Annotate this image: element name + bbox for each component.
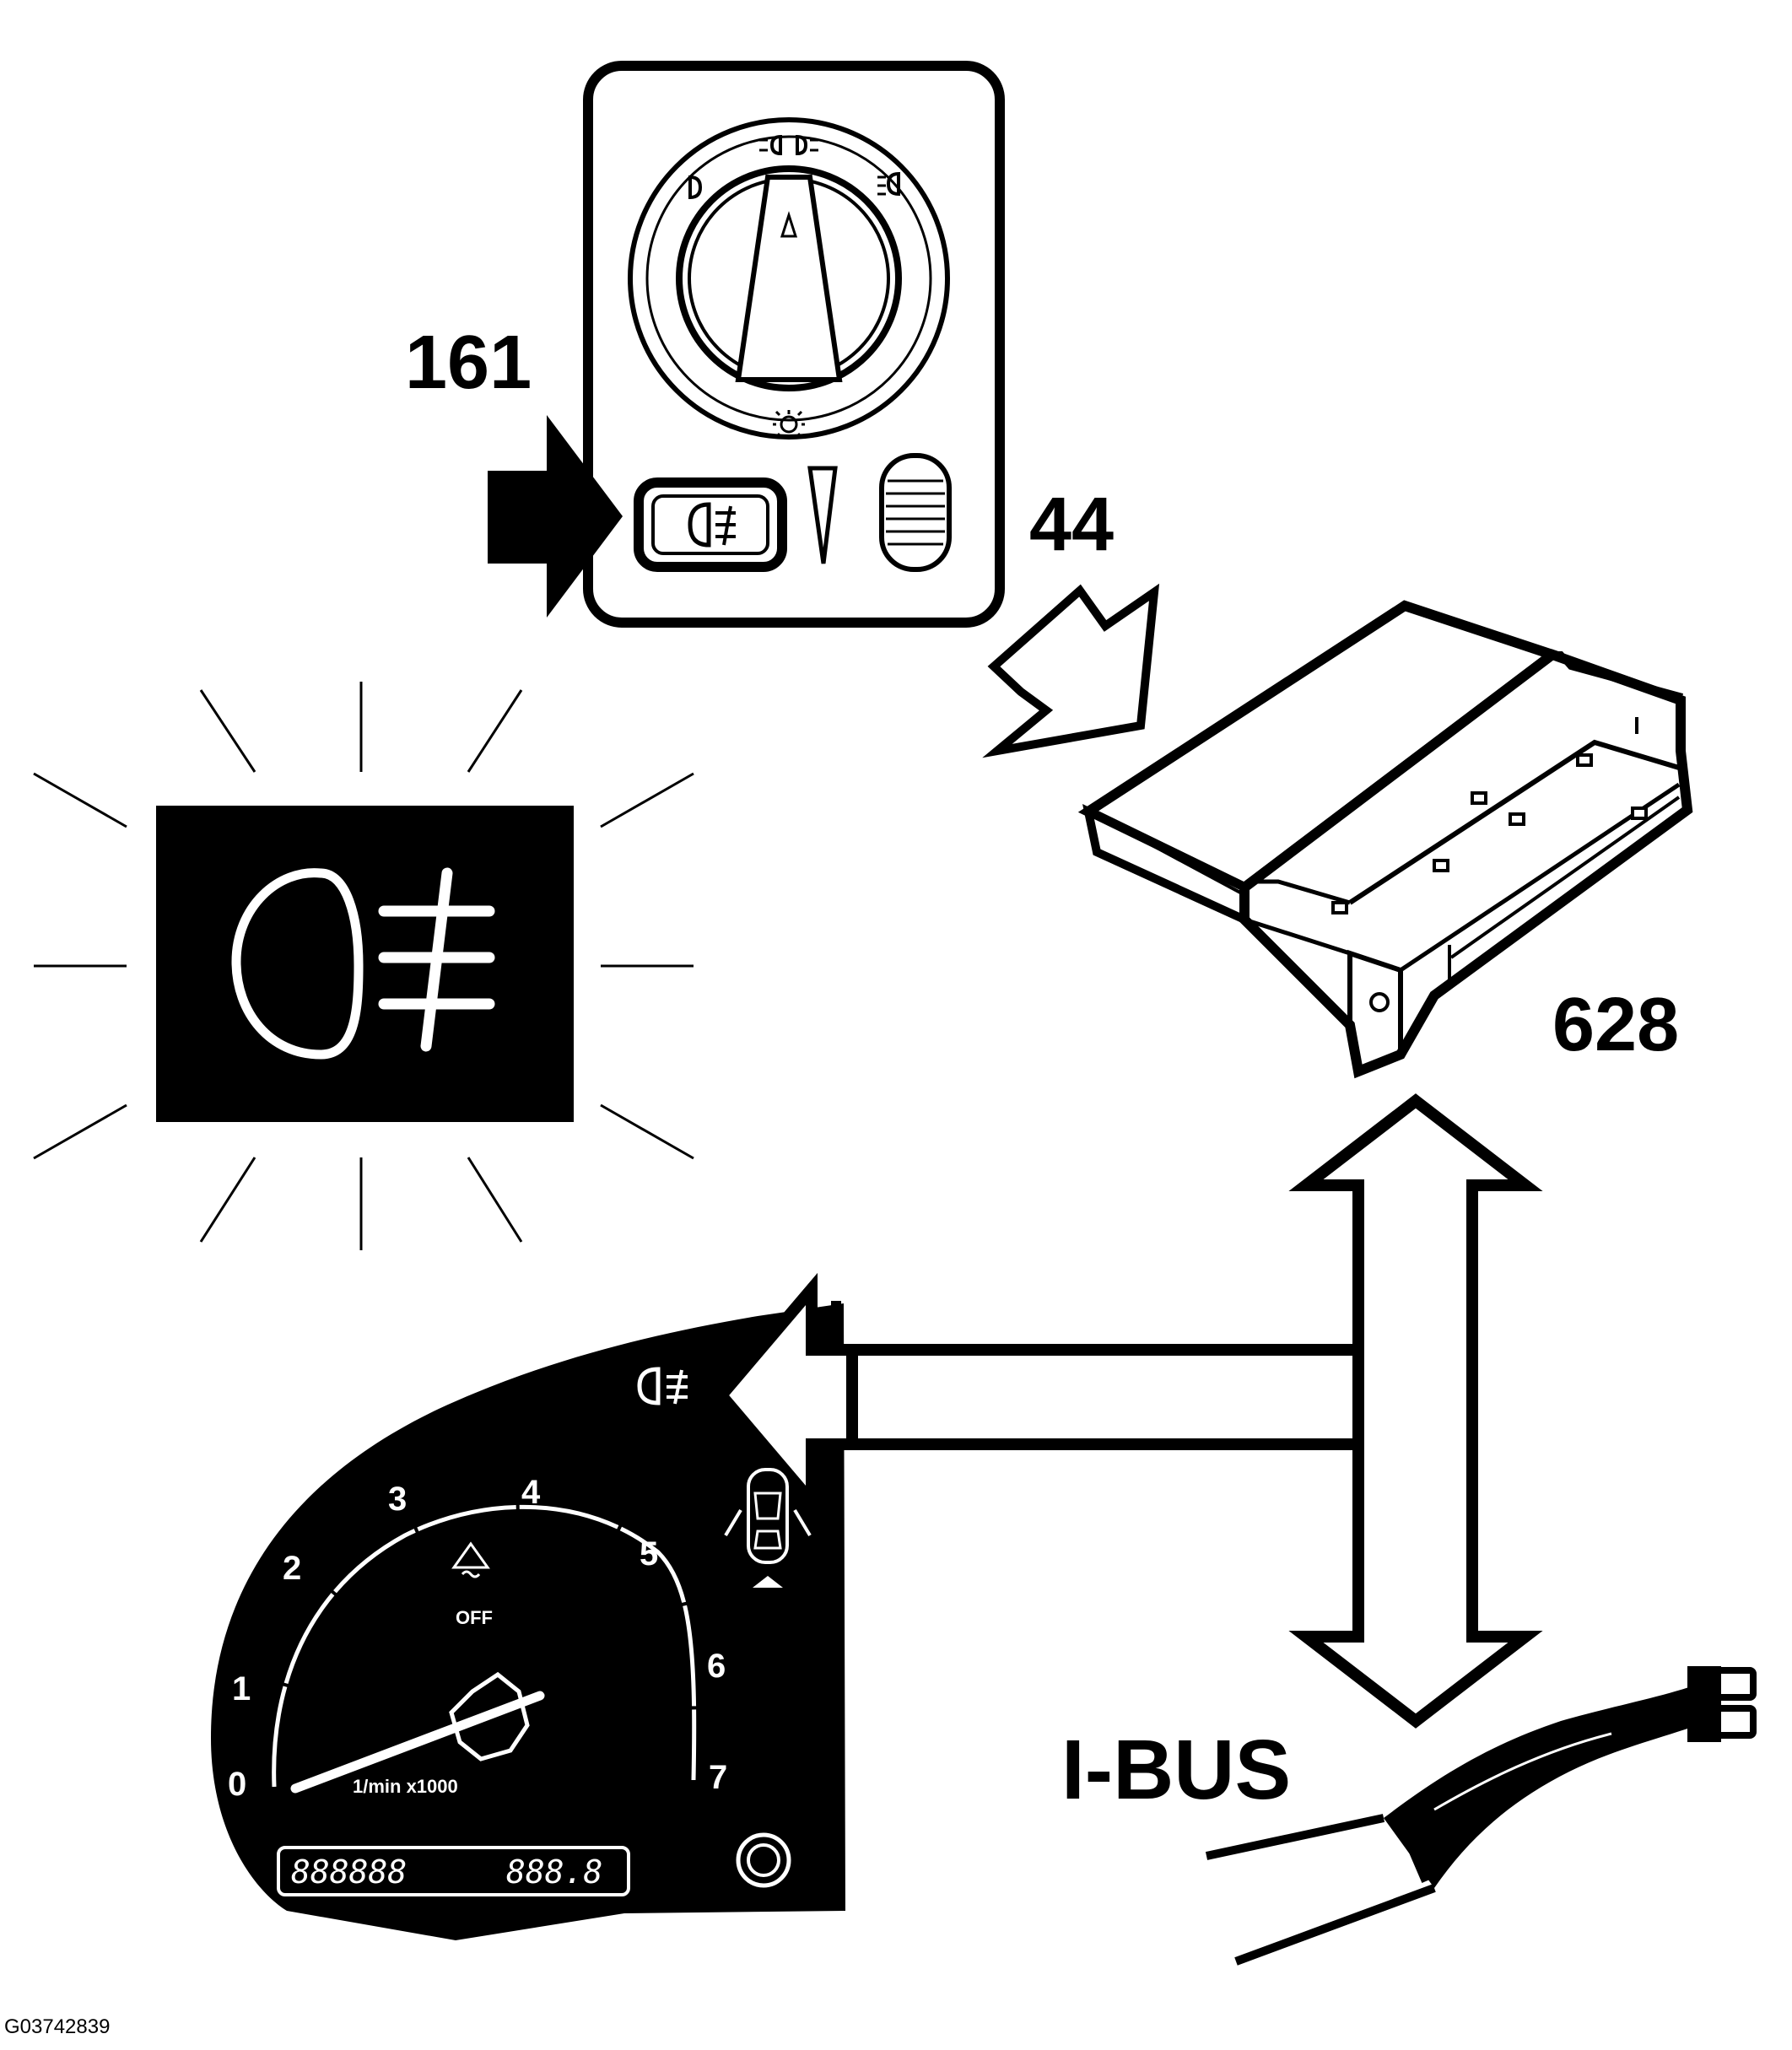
instrument-cluster: 0 1 2 3 4 5 6 7 1/min x1000 OFF 888888 8… <box>211 1272 858 1940</box>
tach-tick-label: 0 <box>228 1766 246 1803</box>
rear-fog-lamp-icon <box>156 806 574 1122</box>
rear-fog-button-icon[interactable] <box>634 477 787 572</box>
tach-tick-label: 6 <box>707 1648 726 1685</box>
signal-zigzag-arrow-icon <box>982 583 1160 758</box>
light-control-module-icon <box>1077 600 1693 1079</box>
tach-scale-arc <box>272 1504 697 1788</box>
dimmer-wedge-icon <box>807 466 838 564</box>
tach-unit-label: 1/min x1000 <box>353 1776 458 1797</box>
cluster-fog-lamp-icon <box>637 1367 688 1405</box>
odometer-display: 888888 888.8 <box>277 1846 630 1896</box>
press-arrow-icon <box>488 415 623 618</box>
traction-off-label: OFF <box>456 1607 493 1628</box>
trip-value: 888.8 <box>506 1853 602 1891</box>
tach-tick-label: 4 <box>521 1474 541 1511</box>
sun-symbol-icon <box>773 410 805 439</box>
switch-id-label: 161 <box>405 321 532 405</box>
figure-code-label: G03742839 <box>4 2015 110 2038</box>
module-id-label: 628 <box>1552 983 1679 1067</box>
bus-name-label: I-BUS <box>1061 1723 1291 1817</box>
car-status-icon <box>724 1468 812 1588</box>
traction-control-icon <box>451 1541 490 1578</box>
light-switch-panel <box>583 61 1005 628</box>
tach-tick-label: 2 <box>283 1550 301 1587</box>
tach-tick-label: 3 <box>388 1481 407 1518</box>
parking-light-symbol-icon <box>759 134 818 156</box>
tach-tick-label: 1 <box>232 1670 251 1707</box>
tach-tick-label: 5 <box>640 1535 658 1573</box>
headlight-symbol-icon <box>877 171 900 197</box>
bus-connector-cable-icon <box>1205 1666 1757 1966</box>
reset-knob-icon[interactable] <box>736 1832 791 1888</box>
tach-needle-icon <box>290 1671 545 1794</box>
signal-id-label: 44 <box>1029 483 1114 567</box>
thumb-wheel-icon[interactable] <box>879 453 952 572</box>
tach-tick-label: 7 <box>709 1759 727 1796</box>
module-bus-double-arrow-icon <box>1288 1093 1543 1729</box>
odometer-value: 888888 <box>291 1853 407 1891</box>
lamp-glow-rays-icon <box>33 682 694 1250</box>
headlight-rotary-switch-icon <box>628 117 950 440</box>
